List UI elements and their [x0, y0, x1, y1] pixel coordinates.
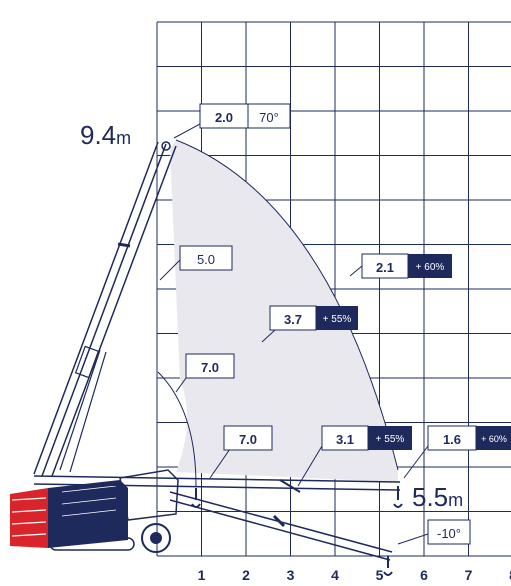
- x-axis-ticks: 1 2 3 4 5 6 7 8: [198, 567, 511, 583]
- upper-right-load: 2.1: [376, 260, 394, 275]
- x-tick-label: 2: [242, 567, 250, 583]
- inner-reach-arc: [157, 371, 197, 487]
- base-mid-pct: + 55%: [376, 434, 405, 445]
- base-mid-load: 3.1: [336, 432, 354, 447]
- top-load: 2.0: [215, 110, 233, 125]
- max-height-value: 9.4: [80, 120, 116, 150]
- top-load-box: [199, 103, 249, 129]
- base-left-load: 7.0: [239, 432, 257, 447]
- left-upper-load: 5.0: [197, 252, 215, 267]
- mini-crane-icon: [10, 141, 401, 561]
- mid-pct: + 55%: [323, 314, 352, 325]
- bottom-angle: -10°: [437, 526, 461, 541]
- left-lower-load: 7.0: [201, 360, 219, 375]
- outer-reach-arc: [175, 139, 399, 471]
- svg-text:5.5m: 5.5m: [412, 482, 463, 512]
- base-right-pct: + 60%: [481, 434, 507, 444]
- x-tick-label: 7: [465, 567, 473, 583]
- hook-icon: [191, 486, 403, 576]
- mid-load: 3.7: [284, 312, 302, 327]
- upper-right-pct: + 60%: [416, 262, 445, 273]
- max-height-unit: m: [116, 128, 131, 148]
- x-tick-label: 3: [287, 567, 295, 583]
- max-reach-unit: m: [448, 490, 463, 510]
- x-tick-label: 4: [331, 567, 339, 583]
- top-angle: 70°: [259, 110, 279, 125]
- x-tick-label: 8: [509, 567, 511, 583]
- leader-lines: [159, 123, 429, 545]
- max-reach-value: 5.5: [412, 482, 448, 512]
- x-tick-label: 1: [198, 567, 206, 583]
- svg-text:9.4m: 9.4m: [80, 120, 131, 150]
- x-tick-label: 5: [376, 567, 384, 583]
- x-tick-label: 6: [420, 567, 428, 583]
- base-right-load: 1.6: [443, 432, 461, 447]
